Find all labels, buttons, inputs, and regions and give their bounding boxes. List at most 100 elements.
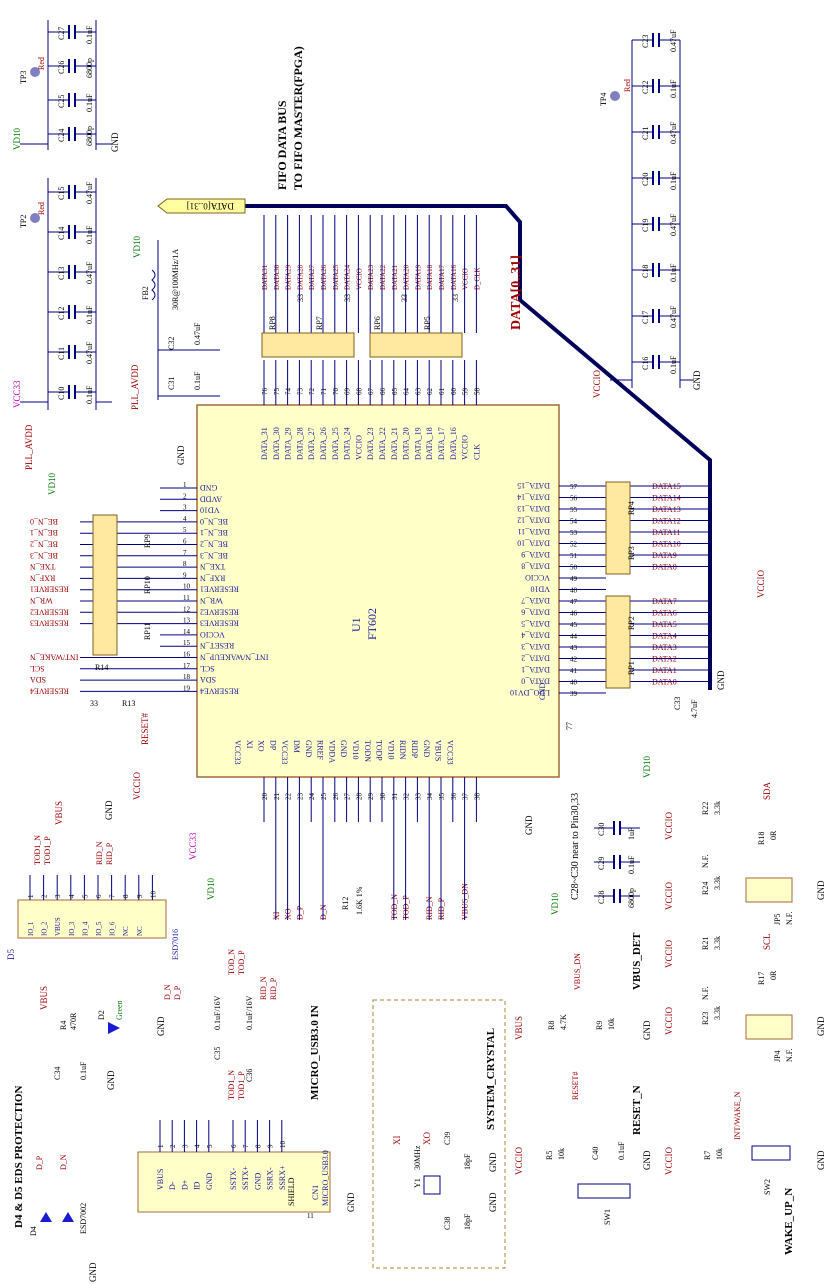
left-pin-name-reserve3: RESERVE3 [200, 619, 239, 628]
c39-ref: C39 [443, 1132, 452, 1145]
fifo-title-line1: FIFO DATA BUS [275, 100, 289, 190]
tp4-point-icon[interactable] [610, 91, 620, 101]
r24-value: 3.3k [713, 876, 722, 890]
right-pin-name-data-5: DATA_5 [521, 619, 550, 628]
c16-ref: C16 [641, 357, 650, 370]
system-crystal-title: SYSTEM_CRYSTAL [485, 1028, 497, 1130]
right-pin-number: 52 [570, 541, 578, 549]
c35-ref: C35 [213, 1047, 222, 1060]
bottom-pin-name-vcc33: VCC33 [445, 740, 454, 764]
gnd-vbus-det-label: GND [642, 1020, 652, 1040]
cn1-connector[interactable] [137, 1151, 331, 1213]
tp2-point-icon[interactable] [30, 213, 40, 223]
bottom-pin-name-ridp: RIDP [410, 740, 419, 759]
top-pin-net-data21: DATA21 [391, 264, 399, 290]
pin77-number: 77 [565, 722, 574, 730]
jp5-jumper[interactable] [745, 877, 793, 903]
rp8-rp7-pack[interactable] [261, 332, 355, 358]
cn1-pin-number: 5 [206, 1144, 214, 1148]
top-pin-net-data17: DATA17 [438, 264, 446, 290]
rp5-label: RP5 [423, 316, 432, 330]
top-pin-name-data-30: DATA_30 [272, 427, 281, 460]
d5-pin-number: 8 [122, 894, 130, 898]
tod-n-usb-label: TOD_N [227, 949, 236, 975]
cn1-ref: CN1 [311, 1185, 320, 1200]
jp4-jumper[interactable] [745, 1014, 793, 1040]
rp4-rp3-pack[interactable] [605, 481, 631, 575]
u1-chip-body[interactable] [196, 404, 560, 778]
r9-ref: R9 [595, 1021, 604, 1030]
top-pin-number: 62 [426, 388, 434, 396]
fb2-value: 30R@100MHz/1A [171, 249, 180, 310]
bottom-pin-name-gnd: GND [422, 740, 431, 758]
sda-vccio-label: VCCIO [664, 811, 674, 840]
left-pin-net-reserve1: RESERVE1 [30, 585, 69, 594]
d-p-usb-label: D_P [173, 985, 182, 1000]
c38-ref: C38 [443, 1217, 452, 1230]
d5-pin-number: 9 [136, 894, 144, 898]
tp3-point-icon[interactable] [30, 67, 40, 77]
left-pin-name-sda: SDA [200, 675, 216, 684]
c12-ref: C12 [57, 307, 66, 320]
fb2-ref: FB2 [141, 286, 150, 300]
left-pin-number: 16 [183, 651, 191, 659]
r23-value: 3.3k [713, 1006, 722, 1020]
right-pin-name-data-6: DATA_6 [521, 608, 550, 617]
tod1-p-usb-label: TOD1_P [237, 1071, 246, 1100]
left-pin-number: 14 [183, 628, 191, 636]
c24-ref: C24 [57, 129, 66, 142]
c28-c30-note: C28~C30 near to Pin30,33 [570, 793, 581, 900]
vbus-det-vbus-label: VBUS [514, 1016, 524, 1040]
gnd-bottom-label: GND [524, 815, 534, 835]
top-pin-net-data23: DATA23 [367, 264, 375, 290]
sw1-button[interactable] [577, 1183, 631, 1199]
c15-ref: C15 [57, 187, 66, 200]
right-pin-name-data-4: DATA_4 [521, 631, 550, 640]
c22-ref: C22 [641, 81, 650, 94]
right-pin-number: 44 [570, 633, 578, 641]
c12-value: 0.1uF [85, 305, 94, 324]
scl-jp-label: SCL [762, 933, 772, 950]
rp6-rp5-pack[interactable] [369, 332, 463, 358]
cn1-pin-number: 11 [307, 1212, 314, 1220]
d5-chip[interactable] [17, 899, 167, 939]
top-pin-net-data31: DATA31 [261, 264, 269, 290]
sw2-button[interactable] [751, 1145, 791, 1161]
bottom-pin-number: 23 [296, 793, 304, 801]
c16-value: 0.1uF [669, 355, 678, 374]
right-pin-name-data-3: DATA_3 [521, 642, 550, 651]
right-pin-number: 48 [570, 587, 578, 595]
c34-value: 0.1uF [79, 1061, 88, 1080]
gnd-c33-label: GND [716, 670, 726, 690]
top-pin-number: 66 [379, 388, 387, 396]
c10-ref: C10 [57, 387, 66, 400]
right-pin-number: 51 [570, 552, 578, 560]
rp2-rp1-pack[interactable] [605, 595, 631, 689]
top-pin-net-data18: DATA18 [426, 264, 434, 290]
data-bus-line [245, 204, 712, 690]
right-pin-number: 56 [570, 495, 578, 503]
top-pin-name-data-25: DATA_25 [331, 427, 340, 460]
reset-vccio-label: VCCIO [514, 1146, 524, 1175]
c40-ref: C40 [591, 1147, 600, 1160]
int-wake-bottom-label: INT/WAKE_N [733, 1091, 742, 1140]
bottom-pin-number: 27 [344, 793, 352, 801]
c17-value: 0.47uF [669, 305, 678, 328]
top-pin-name-data-19: DATA_19 [413, 427, 422, 460]
cn1-pin-name-sstx: SSTX+ [241, 1165, 250, 1190]
rid-p-d5-label: RID_P [105, 842, 114, 865]
r13-value: 33 [90, 699, 98, 708]
rp9-rp10-rp11-pack[interactable] [92, 514, 118, 656]
gnd-chip-left-label: GND [176, 445, 186, 465]
bottom-pin-number: 38 [473, 793, 481, 801]
bottom-pin-number: 36 [450, 793, 458, 801]
cap-bank-mid-left [20, 178, 112, 410]
left-pin-net-int-wake-n: INT/WAKE_N [30, 653, 79, 662]
c26-ref: C26 [57, 61, 66, 74]
left-pin-net-be-n-1: BE_N_1 [30, 528, 58, 537]
cn1-pin-name-d: D+ [180, 1179, 189, 1190]
protection-title: D4 & D5 EDS PROTECTION [13, 1086, 25, 1228]
data-bus-port[interactable]: DATA[0..31] [157, 198, 246, 214]
right-pin-name-data-9: DATA_9 [521, 550, 550, 559]
jp4-nf: N.F. [785, 1048, 794, 1062]
